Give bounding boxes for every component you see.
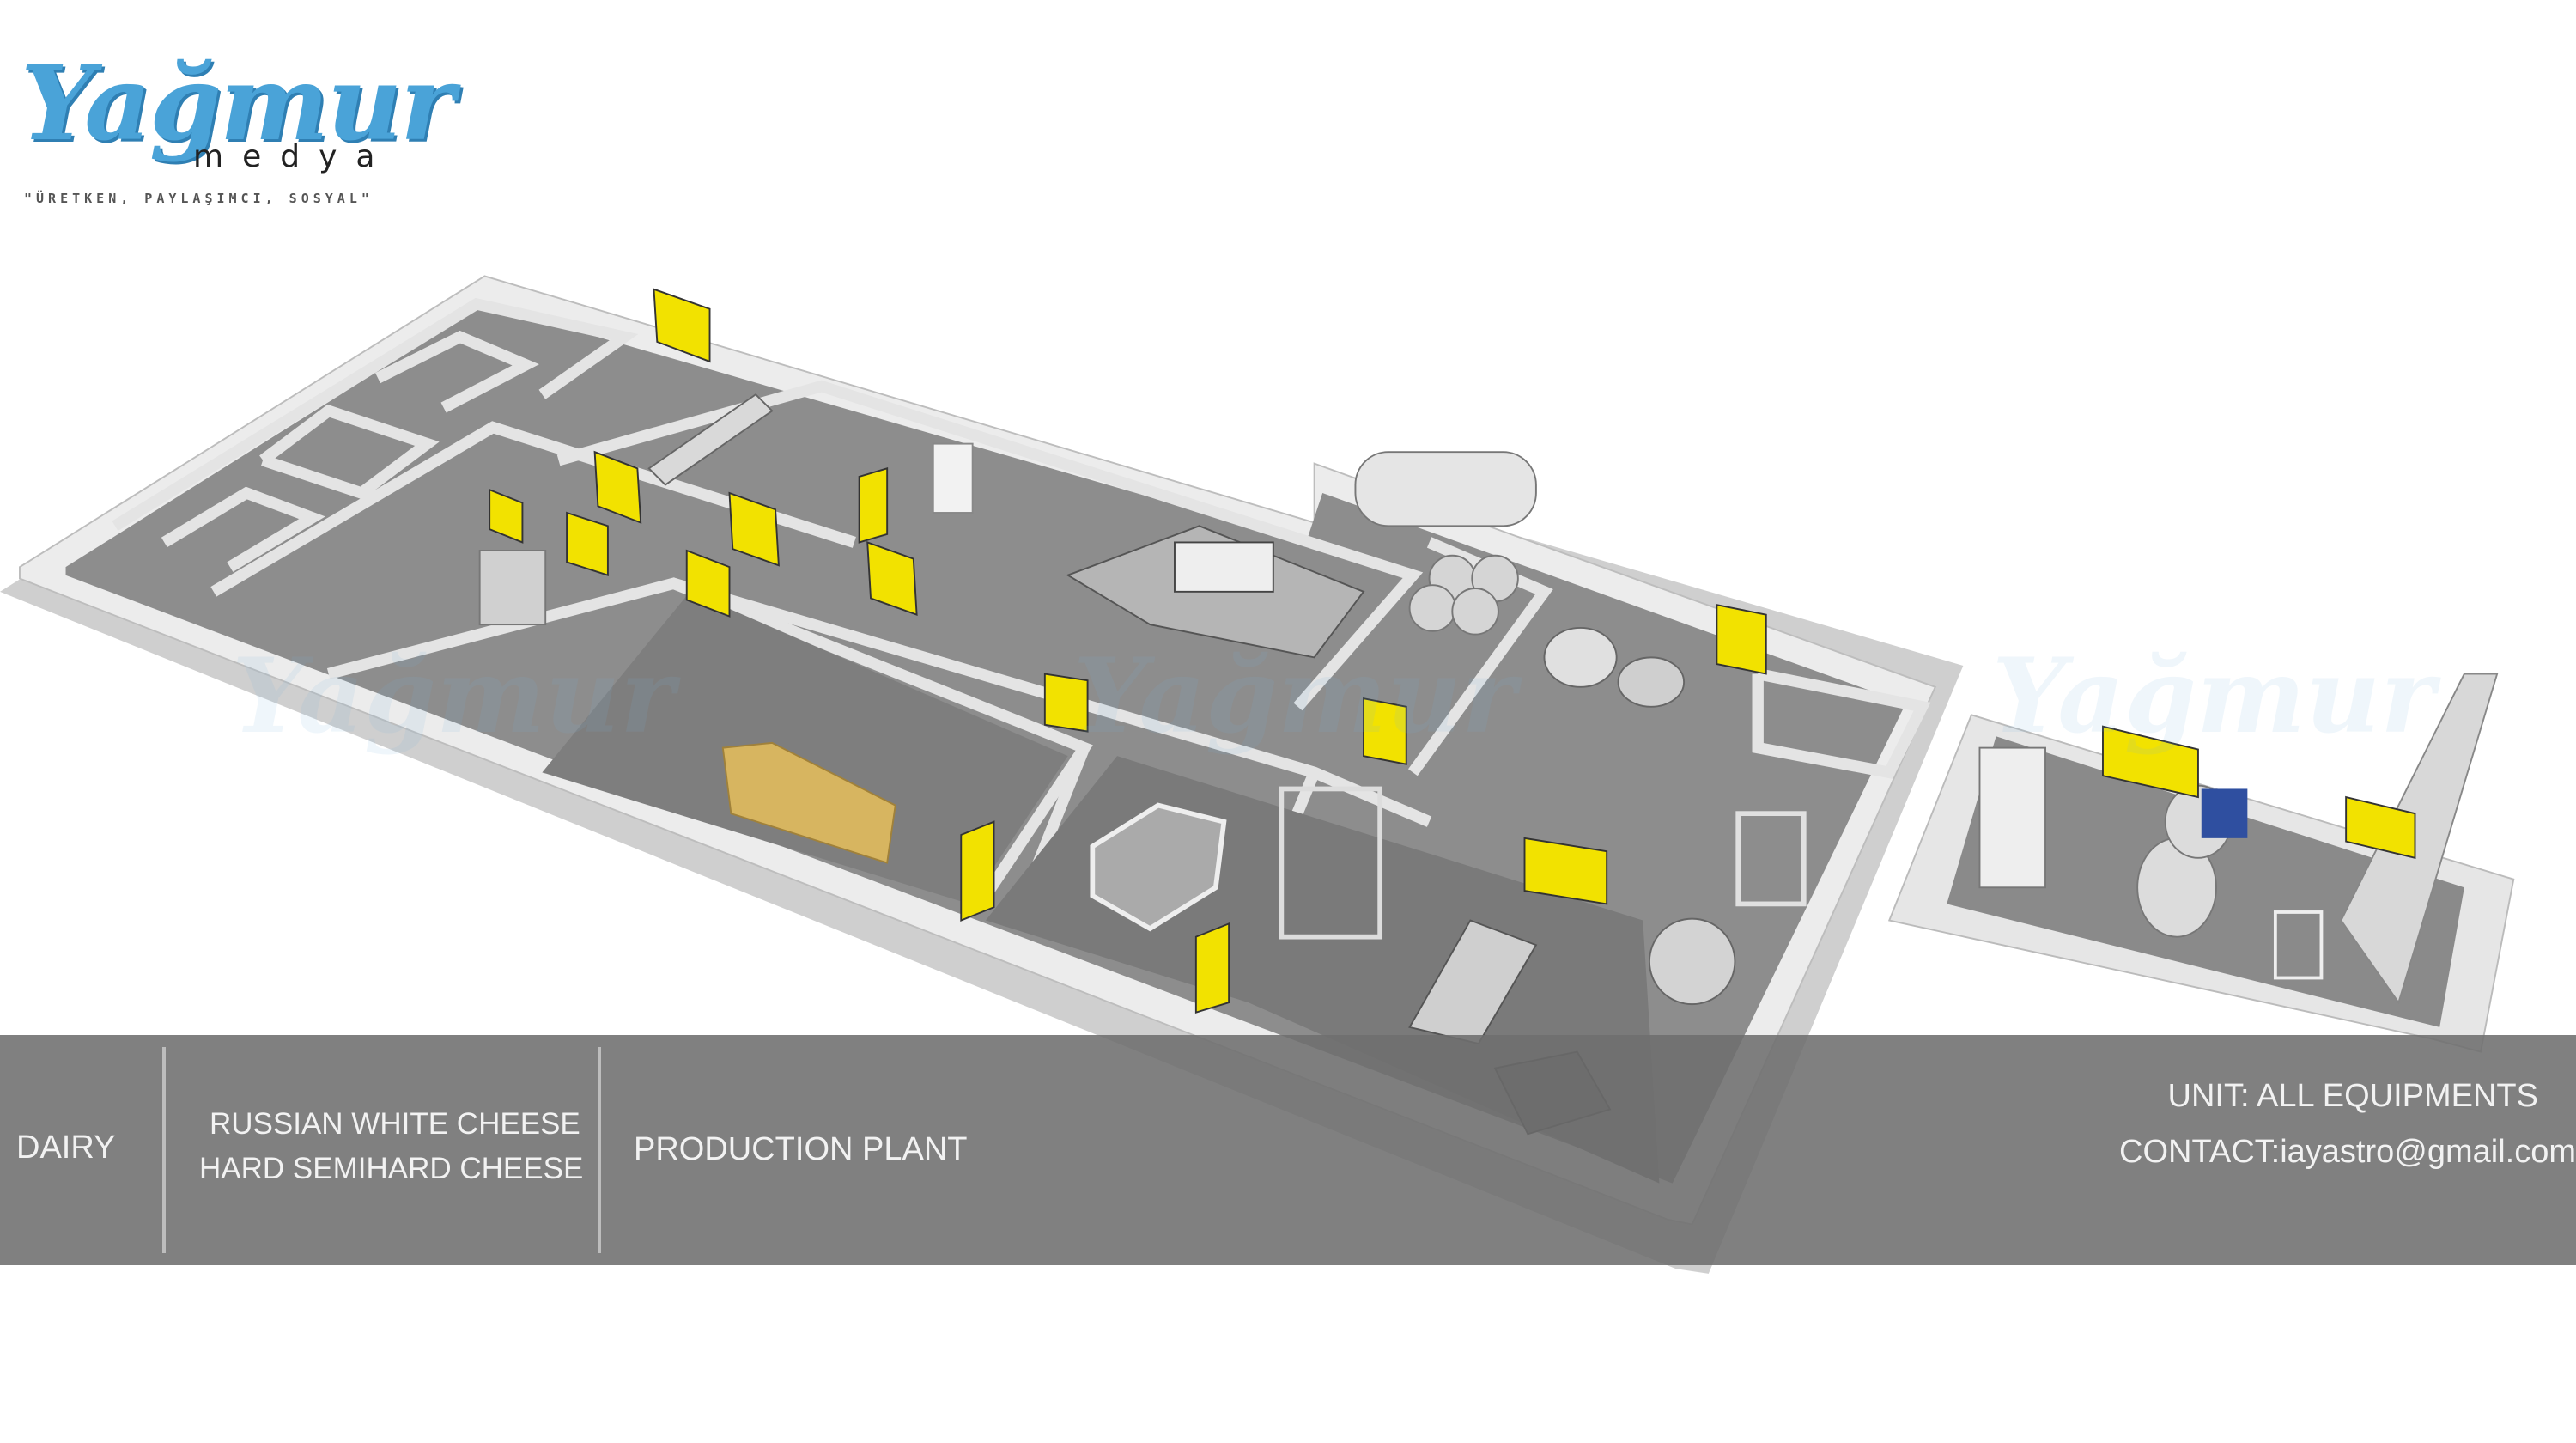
- storage-floor: [542, 591, 1068, 904]
- logo-subtitle: medya: [193, 139, 394, 174]
- logo-wordmark: Yağmur: [21, 43, 454, 164]
- product-line-1: RUSSIAN WHITE CHEESE: [210, 1107, 580, 1141]
- divider: [598, 1047, 601, 1253]
- utility-equipment: [1978, 673, 2499, 1005]
- watermark-left: Yağmur: [232, 636, 675, 757]
- watermark-right: Yağmur: [1992, 636, 2435, 757]
- category-label: DAIRY: [16, 1129, 116, 1166]
- facility-label: PRODUCTION PLANT: [634, 1131, 968, 1167]
- doors: [489, 288, 1767, 1014]
- watermark-center: Yağmur: [1073, 636, 1516, 757]
- brand-logo: Yağmur medya "ÜRETKEN, PAYLAŞIMCI, SOSYA…: [17, 43, 454, 215]
- divider: [162, 1047, 166, 1253]
- product-line-2: HARD SEMIHARD CHEESE: [199, 1152, 584, 1185]
- unit-label: UNIT: ALL EQUIPMENTS: [2167, 1078, 2538, 1114]
- info-banner: DAIRY RUSSIAN WHITE CHEESE HARD SEMIHARD…: [0, 1035, 2576, 1265]
- logo-tagline: "ÜRETKEN, PAYLAŞIMCI, SOSYAL": [24, 191, 374, 206]
- contact-email[interactable]: CONTACT:iayastro@gmail.com: [2119, 1134, 2576, 1170]
